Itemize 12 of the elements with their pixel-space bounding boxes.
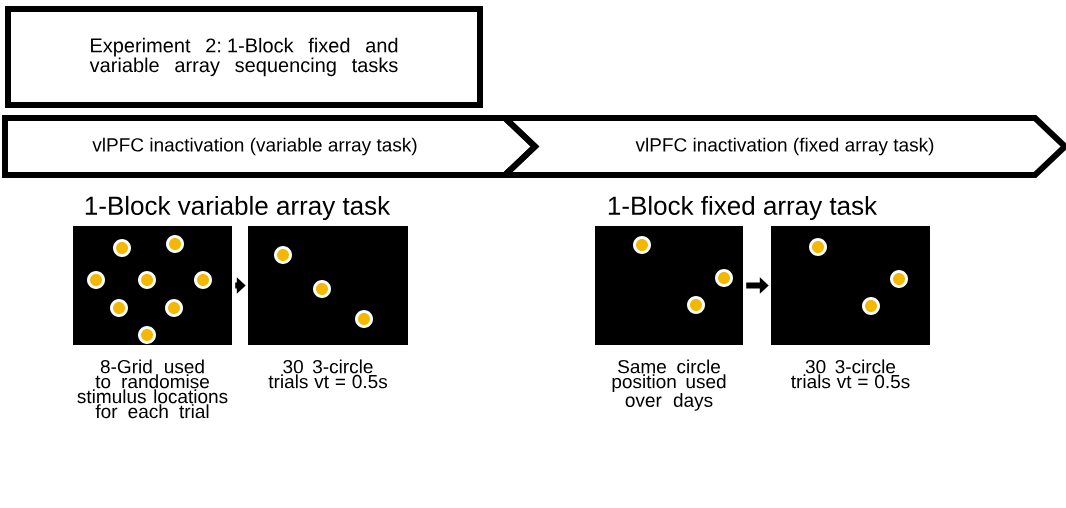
title-box: Experiment 2: 1-Block fixed and variable array sequencing tasks <box>5 6 483 108</box>
screen-drawing <box>248 226 408 345</box>
screen-drawing <box>73 226 232 345</box>
section-heading: 1-Block variable array task <box>85 195 391 221</box>
section-heading: 1-Block fixed array task <box>608 195 878 221</box>
chevron-band: vlPFC inactivation (variable array task) <box>2 115 540 178</box>
node-label: 8-Grid used to randomise stimulus locations for each trial <box>77 359 228 419</box>
node-label: 30 3-circle trials vt = 0.5s <box>791 359 910 389</box>
screen-drawing <box>595 226 743 345</box>
screen-drawing <box>771 226 930 345</box>
node-label: Same circle position used over days <box>612 359 726 411</box>
node-label: 30 3-circle trials vt = 0.5s <box>268 359 388 389</box>
